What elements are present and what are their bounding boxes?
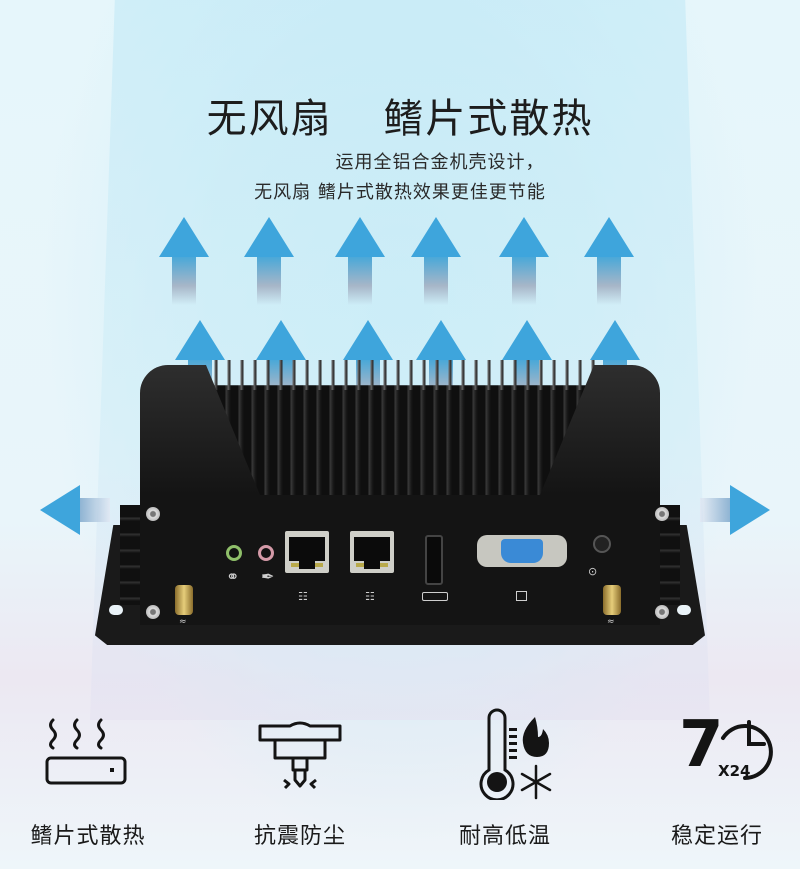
subtitle-line-1: 运用全铝合金机壳设计，	[335, 152, 545, 173]
mic-jack	[258, 545, 274, 561]
front-panel	[140, 495, 660, 625]
shockproof-icon	[200, 700, 400, 790]
airflow-arrow-up-icon	[159, 217, 209, 307]
feature-temperature: 耐高低温	[405, 700, 605, 849]
heat-dissipation-icon	[0, 700, 188, 790]
temperature-icon	[405, 700, 605, 802]
mount-hole	[109, 605, 123, 615]
side-fins	[658, 505, 680, 605]
vga-port	[477, 535, 567, 567]
headphone-jack	[226, 545, 242, 561]
ethernet-port-1	[285, 531, 329, 573]
dc-power-icon: ⊙	[588, 565, 598, 578]
feature-shockproof: 抗震防尘	[200, 700, 400, 849]
feature-stable-operation: 7 X24 稳定运行	[617, 700, 800, 849]
ethernet-port-2	[350, 531, 394, 573]
airflow-arrow-left-icon	[40, 485, 110, 535]
microphone-icon: ✒	[261, 567, 275, 586]
feature-label: 耐高低温	[458, 824, 551, 849]
wifi-antenna-left	[175, 585, 193, 615]
wifi-icon: ≈	[179, 617, 187, 627]
page-title: 无风扇 鳍片式散热	[0, 86, 800, 144]
vga-icon	[516, 591, 527, 601]
heatsink-fins	[205, 385, 595, 500]
screw-icon	[655, 605, 669, 619]
side-fins	[120, 505, 142, 605]
feature-label: 鳍片式散热	[30, 824, 146, 849]
title-part-2: 鳍片式散热	[383, 96, 594, 142]
clock-7x24-icon: 7 X24	[617, 700, 800, 790]
mini-pc-device: ⚭ ✒ ☷ ☷ ⊙ ≈ ≈	[95, 355, 705, 655]
hdmi-icon	[422, 592, 448, 601]
subtitle-line-2: 无风扇 鳍片式散热效果更佳更节能	[254, 182, 546, 203]
airflow-arrow-up-icon	[584, 217, 634, 307]
airflow-arrow-up-icon	[244, 217, 294, 307]
big-number: 7	[679, 708, 724, 782]
wifi-antenna-right	[603, 585, 621, 615]
wifi-icon: ≈	[607, 617, 615, 627]
feature-heat-dissipation: 鳍片式散热	[0, 700, 188, 849]
network-icon: ☷	[365, 590, 375, 603]
feature-label: 抗震防尘	[253, 824, 346, 849]
dc-power-port	[593, 535, 611, 553]
mount-hole	[677, 605, 691, 615]
headphone-icon: ⚭	[226, 567, 240, 586]
title-part-1: 无风扇	[206, 96, 333, 142]
airflow-arrow-right-icon	[700, 485, 770, 535]
hdmi-port	[425, 535, 443, 585]
screw-icon	[146, 605, 160, 619]
small-text: X24	[718, 762, 751, 780]
feature-list: 鳍片式散热 抗震防尘	[0, 700, 800, 869]
feature-label: 稳定运行	[670, 824, 763, 849]
screw-icon	[655, 507, 669, 521]
airflow-arrow-up-icon	[335, 217, 385, 307]
airflow-arrow-up-icon	[499, 217, 549, 307]
screw-icon	[146, 507, 160, 521]
airflow-arrow-up-icon	[411, 217, 461, 307]
heatsink-fin-tips	[205, 360, 595, 390]
network-icon: ☷	[298, 590, 308, 603]
subtitle: 运用全铝合金机壳设计， 无风扇 鳍片式散热效果更佳更节能	[0, 148, 800, 208]
